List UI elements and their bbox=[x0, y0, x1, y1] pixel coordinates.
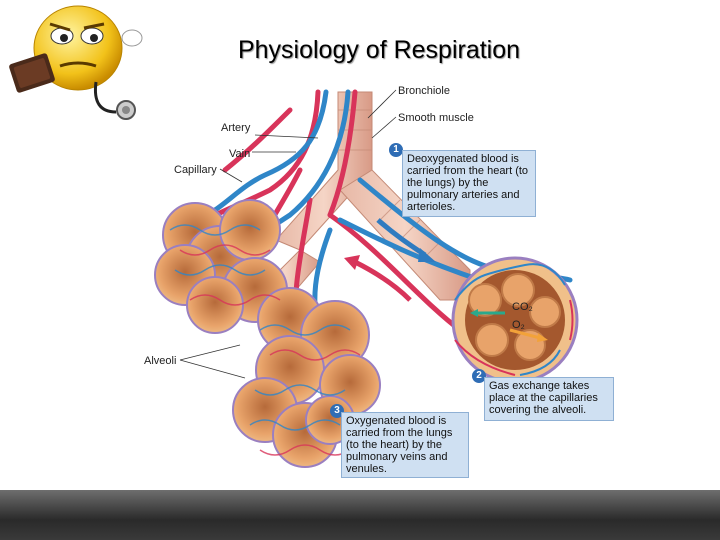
slide-title: Physiology of Respiration bbox=[237, 36, 521, 64]
flow-arrows bbox=[344, 218, 436, 302]
label-co2: CO₂ bbox=[512, 301, 533, 313]
label-o2: O₂ bbox=[512, 319, 525, 331]
step-1-caption: Deoxygenated blood is carried from the h… bbox=[402, 150, 536, 217]
label-vein: Vain bbox=[229, 148, 250, 160]
label-smooth-muscle: Smooth muscle bbox=[398, 112, 474, 124]
step-3-number: 3 bbox=[330, 404, 344, 418]
leader-lines bbox=[179, 89, 397, 379]
step-3-caption: Oxygenated blood is carried from the lun… bbox=[341, 412, 469, 478]
label-bronchiole: Bronchiole bbox=[398, 85, 450, 97]
label-alveoli: Alveoli bbox=[144, 355, 176, 367]
step-1-number: 1 bbox=[389, 143, 403, 157]
alveolus-cutaway bbox=[451, 256, 579, 384]
step-2-caption: Gas exchange takes place at the capillar… bbox=[484, 377, 614, 421]
step-2-number: 2 bbox=[472, 369, 486, 383]
alveoli-clusters bbox=[154, 199, 381, 468]
footer-band bbox=[0, 490, 720, 540]
doctor-smiley-icon bbox=[9, 5, 143, 120]
label-capillary: Capillary bbox=[174, 164, 217, 176]
label-artery: Artery bbox=[221, 122, 251, 134]
